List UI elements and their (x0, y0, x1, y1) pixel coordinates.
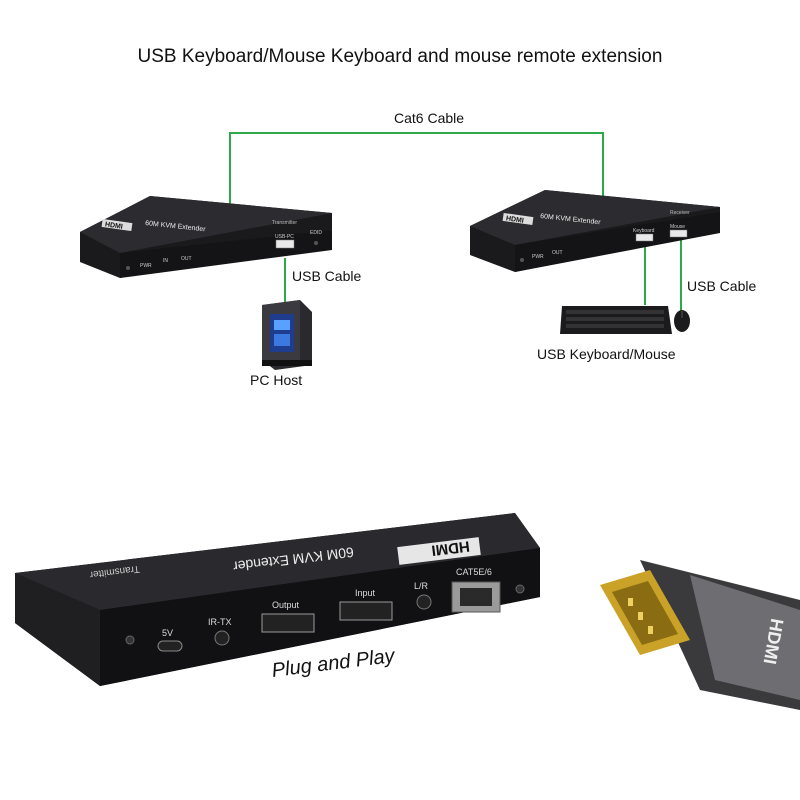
small-rx-port-keyboard: Keyboard (633, 228, 655, 234)
usb-cable-label-right: USB Cable (687, 278, 757, 294)
large-tx-port-output: Output (272, 600, 300, 610)
small-tx-brand: HDMI (104, 221, 123, 230)
pc-host-icon (262, 300, 312, 370)
large-tx-port-5v: 5V (162, 628, 173, 638)
hdmi-cable-connector: HDMI (600, 560, 800, 710)
cat6-cable-line (229, 132, 604, 205)
small-transmitter-device: HDMI 60M KVM Extender Transmitter PWR IN… (80, 196, 332, 278)
large-tx-output-port (261, 613, 315, 633)
small-rx-port-out: OUT (552, 250, 563, 256)
small-rx-port-mouse: Mouse (670, 224, 685, 230)
pc-host-label: PC Host (250, 372, 303, 388)
page-title: USB Keyboard/Mouse Keyboard and mouse re… (137, 46, 663, 67)
cat6-cable-label: Cat6 Cable (394, 110, 465, 126)
large-tx-brand: HDMI (431, 537, 471, 559)
small-rx-role: Receiver (670, 210, 690, 216)
large-transmitter-device: HDMI 60M KVM Extender Transmitter 5V IR-… (15, 513, 540, 686)
small-tx-port-edid: EDID (310, 230, 322, 236)
small-rx-keyboard-port (635, 233, 654, 242)
small-rx-port-pwr: PWR (532, 254, 544, 260)
keyboard-icon (560, 306, 672, 334)
usb-keyboard-mouse-label: USB Keyboard/Mouse (537, 346, 676, 362)
small-tx-usb-port (275, 239, 295, 249)
small-rx-mouse-port (669, 229, 688, 238)
small-rx-brand: HDMI (505, 215, 524, 224)
large-tx-port-cat: CAT5E/6 (456, 567, 492, 577)
small-tx-port-out: OUT (181, 256, 192, 262)
small-tx-role: Transmitter (272, 220, 297, 226)
large-tx-port-lr: L/R (414, 581, 429, 591)
small-tx-port-in: IN (163, 258, 168, 264)
small-tx-port-usbpc: USB-PC (275, 234, 294, 240)
large-tx-lr-jack (416, 594, 432, 610)
small-tx-port-pwr: PWR (140, 263, 152, 269)
large-tx-irtx-jack (214, 630, 230, 646)
large-tx-5v-port (157, 640, 183, 652)
large-tx-port-irtx: IR-TX (208, 617, 232, 627)
large-tx-input-port (339, 601, 393, 621)
mouse-icon (674, 310, 690, 332)
small-receiver-device: HDMI 60M KVM Extender Receiver PWR OUT K… (470, 190, 720, 272)
usb-cable-label-left: USB Cable (292, 268, 362, 284)
large-tx-port-input: Input (355, 588, 376, 598)
